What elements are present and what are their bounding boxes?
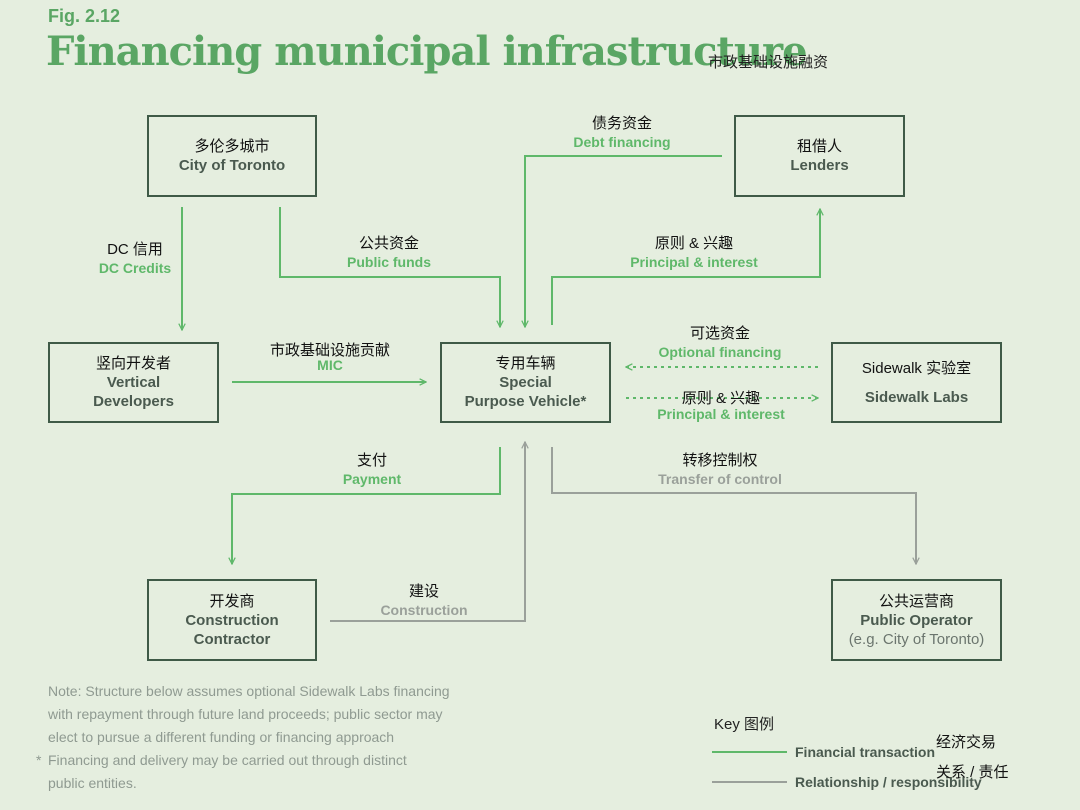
node-lenders-en: Lenders [790, 157, 849, 174]
label-payment: 支付 Payment [322, 451, 422, 489]
node-operator-en2: (e.g. City of Toronto) [848, 630, 985, 648]
label-debt-cn: 债务资金 [591, 115, 652, 132]
label-public-funds: 公共资金 Public funds [336, 234, 442, 272]
label-dc-en: DC Credits [98, 260, 172, 276]
label-transfer-control: 转移控制权 Transfer of control [642, 451, 798, 489]
node-lenders-cn: 租借人 [796, 138, 842, 155]
node-spv-en1: Special [499, 374, 552, 391]
node-vertical-developers: 竖向开发者 Vertical Developers [48, 342, 219, 423]
note-line-1: Note: Structure below assumes optional S… [48, 683, 450, 699]
label-principal-interest-top: 原则 & 兴趣 Principal & interest [616, 234, 772, 272]
label-optional-financing: 可选资金 Optional financing [646, 324, 794, 362]
node-vertical-en1: Vertical [106, 374, 161, 391]
node-contractor-cn: 开发商 [209, 592, 255, 610]
node-vertical-cn: 竖向开发者 [95, 355, 171, 372]
key-relationship-label: Relationship / responsibility [795, 774, 982, 790]
label-principal-mid-en: Principal & interest [657, 406, 785, 422]
label-transfer-en: Transfer of control [658, 471, 782, 487]
label-mic-cn: 市政基础设施贡献 [269, 342, 390, 359]
node-operator-en1: Public Operator [860, 611, 973, 629]
label-construction-en: Construction [380, 602, 468, 618]
principal-interest-top-arrow [551, 209, 820, 325]
label-principal-mid-cn: 原则 & 兴趣 [681, 390, 761, 407]
label-transfer-cn: 转移控制权 [682, 452, 758, 469]
note-line-5: public entities. [48, 775, 137, 791]
label-debt-financing: 债务资金 Debt financing [560, 114, 684, 152]
diagram-note: Note: Structure below assumes optional S… [36, 680, 518, 795]
public-funds-arrow [279, 207, 500, 327]
label-payment-cn: 支付 [356, 452, 387, 469]
construction-arrow [330, 442, 525, 622]
node-sidewalk-cn: Sidewalk 实验室 [861, 359, 972, 377]
node-toronto-en: City of Toronto [178, 157, 286, 174]
note-line-3: elect to pursue a different funding or f… [48, 729, 395, 745]
key-relationship-cn: 关系 / 责任 [936, 764, 1009, 781]
node-toronto-cn: 多伦多城市 [194, 138, 270, 155]
label-principal-top-en: Principal & interest [630, 254, 758, 270]
transfer-control-arrow [551, 447, 916, 564]
node-city-of-toronto: 多伦多城市 City of Toronto [147, 115, 317, 197]
figure-label: Fig. 2.12 [48, 6, 121, 26]
debt-financing-arrow [525, 155, 722, 327]
label-debt-en: Debt financing [573, 134, 671, 150]
node-contractor-en1: Construction [185, 611, 279, 629]
node-sidewalk-en: Sidewalk Labs [864, 388, 969, 406]
figure-title-cn: 市政基础设施融资 [708, 54, 829, 71]
label-payment-en: Payment [342, 471, 402, 487]
note-line-2: with repayment through future land proce… [48, 706, 443, 722]
key-financial-cn: 经济交易 [936, 734, 997, 751]
node-spv-en2: Purpose Vehicle* [464, 393, 587, 410]
label-optional-en: Optional financing [658, 344, 782, 360]
label-public-funds-en: Public funds [347, 254, 431, 270]
label-construction: 建设 Construction [368, 582, 480, 620]
label-principal-top-cn: 原则 & 兴趣 [654, 235, 734, 252]
label-public-funds-cn: 公共资金 [358, 235, 419, 252]
label-construction-cn: 建设 [408, 583, 439, 600]
label-principal-interest-mid: 原则 & 兴趣 Principal & interest [644, 389, 798, 424]
node-spv-cn: 专用车辆 [495, 355, 556, 372]
label-mic: 市政基础设施贡献 MIC [262, 341, 398, 375]
note-line-4: Financing and delivery may be carried ou… [48, 752, 407, 768]
node-contractor-en2: Contractor [193, 630, 271, 648]
label-dc-cn: DC 信用 [107, 241, 163, 258]
label-optional-cn: 可选资金 [689, 325, 750, 342]
figure-title: Financing municipal infrastructure [46, 28, 808, 75]
node-public-operator: 公共运营商 Public Operator (e.g. City of Toro… [831, 579, 1002, 661]
label-mic-en: MIC [317, 357, 343, 373]
node-operator-cn: 公共运营商 [878, 592, 954, 610]
node-sidewalk-labs: Sidewalk 实验室 Sidewalk Labs [831, 342, 1002, 423]
node-lenders: 租借人 Lenders [734, 115, 905, 197]
node-construction-contractor: 开发商 Construction Contractor [147, 579, 317, 661]
label-dc-credits: DC 信用 DC Credits [90, 240, 180, 278]
node-vertical-en2: Developers [93, 393, 174, 410]
payment-arrow [232, 447, 501, 564]
note-asterisk: * [36, 752, 42, 768]
key-financial-label: Financial transaction [795, 744, 936, 760]
key-title: Key 图例 [714, 716, 775, 733]
node-special-purpose-vehicle: 专用车辆 Special Purpose Vehicle* [440, 342, 611, 423]
